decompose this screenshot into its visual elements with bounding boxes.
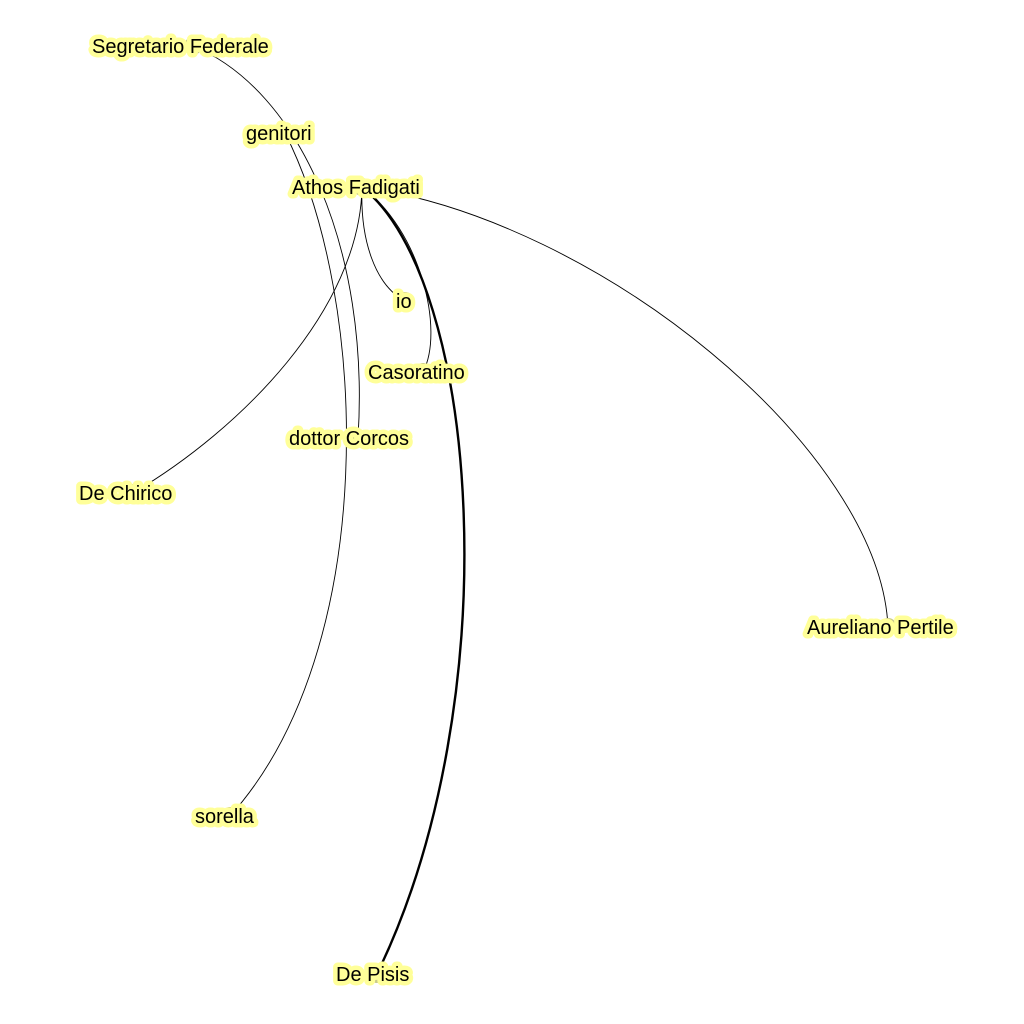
node-athos[interactable] <box>353 178 371 196</box>
nodes-layer <box>124 37 897 983</box>
node-genitori[interactable] <box>276 124 294 142</box>
edge-genitori-sorella <box>229 132 347 817</box>
node-label-corcos: dottor Corcos <box>289 428 409 450</box>
node-segretario[interactable] <box>184 37 202 55</box>
node-corcos[interactable] <box>349 429 367 447</box>
node-label-depisis: De Pisis <box>336 964 409 986</box>
node-label-pertile: Aureliano Pertile <box>807 617 954 639</box>
node-pertile[interactable] <box>879 618 897 636</box>
edge-athos-pertile <box>361 186 889 628</box>
edge-segretario-corcos <box>192 45 360 439</box>
edge-athos-dechirico <box>132 186 363 494</box>
node-label-genitori: genitori <box>246 123 312 145</box>
edge-athos-casoratino <box>361 186 432 373</box>
node-label-segretario: Segretario Federale <box>92 36 269 58</box>
node-label-dechirico: De Chirico <box>79 483 172 505</box>
node-label-athos: Athos Fadigati <box>292 177 420 199</box>
node-label-sorella: sorella <box>195 806 255 828</box>
node-label-casoratino: Casoratino <box>368 362 465 384</box>
node-label-io: io <box>396 291 412 313</box>
node-depisis[interactable] <box>368 965 386 983</box>
node-dechirico[interactable] <box>124 484 142 502</box>
node-sorella[interactable] <box>221 807 239 825</box>
edge-athos-io <box>361 186 406 302</box>
node-casoratino[interactable] <box>414 363 432 381</box>
edges-layer <box>132 45 889 975</box>
node-io[interactable] <box>396 292 414 310</box>
edge-athos-depisis <box>361 186 466 975</box>
